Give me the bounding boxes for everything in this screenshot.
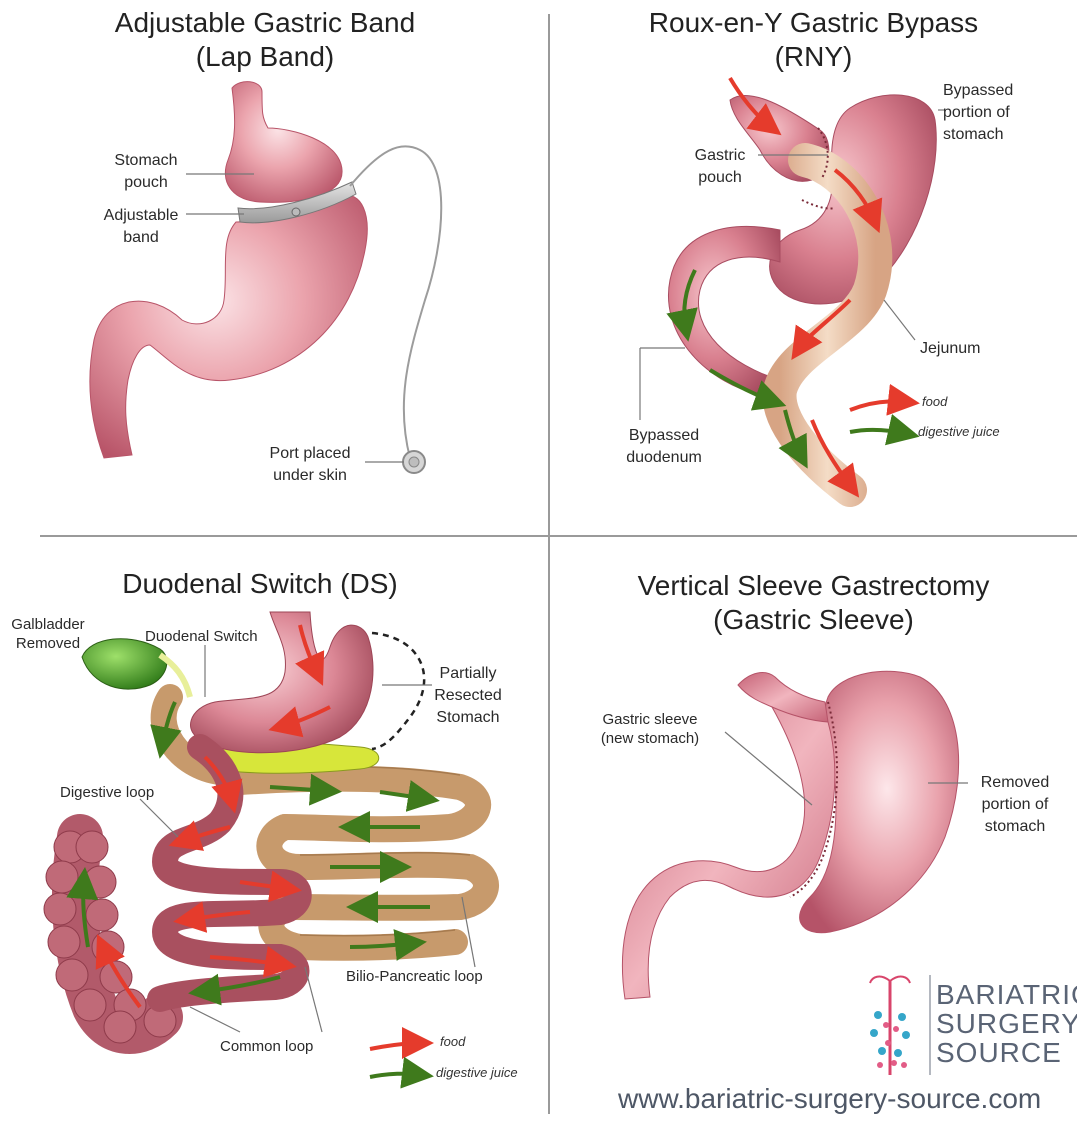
- lap-band-esophagus: [225, 82, 342, 203]
- ds-resected-outline: [372, 633, 424, 749]
- gastric-pouch-label: Gastric pouch: [684, 145, 756, 189]
- port-label-l2: under skin: [262, 465, 358, 487]
- removed-portion-label: Removed portion of stomach: [970, 772, 1060, 838]
- port-label-l1: Port placed: [262, 443, 358, 465]
- bypassed-duodenum-l2: duodenum: [618, 447, 710, 469]
- rny-legend-food: food: [922, 394, 947, 409]
- gallbladder-label-l1: Galbladder: [6, 615, 90, 634]
- digestive-loop-label: Digestive loop: [60, 783, 154, 802]
- website-url: www.bariatric-surgery-source.com: [618, 1083, 1041, 1115]
- brand-line2: SURGERY: [936, 1009, 1077, 1038]
- removed-l2: portion of: [970, 794, 1060, 816]
- gallbladder-icon: [82, 639, 167, 689]
- partially-l3: Stomach: [428, 707, 508, 729]
- rny-panel: Roux-en-Y Gastric Bypass (RNY): [550, 0, 1077, 535]
- bilio-pancreatic-loop-label: Bilio-Pancreatic loop: [346, 967, 483, 986]
- gastric-sleeve-l2: (new stomach): [590, 729, 710, 748]
- bypassed-duodenum-l1: Bypassed: [618, 425, 710, 447]
- bypassed-stomach-l3: stomach: [943, 124, 1013, 146]
- stomach-pouch-label-l1: Stomach: [106, 150, 186, 172]
- adjustable-band-label-l1: Adjustable: [96, 205, 186, 227]
- lap-band-tube: [350, 146, 441, 458]
- gastric-sleeve-label: Gastric sleeve (new stomach): [590, 710, 710, 748]
- gastric-pouch-l1: Gastric: [684, 145, 756, 167]
- ds-panel: Duodenal Switch (DS): [0, 537, 548, 1121]
- duodenal-switch-label: Duodenal Switch: [145, 627, 258, 646]
- gastric-sleeve-l1: Gastric sleeve: [590, 710, 710, 729]
- bypassed-duodenum-label: Bypassed duodenum: [618, 425, 710, 469]
- adjustable-band-label-l2: band: [96, 227, 186, 249]
- sleeve-new-stomach: [622, 707, 834, 999]
- brand-name: BARIATRIC SURGERY SOURCE: [936, 980, 1077, 1067]
- removed-l1: Removed: [970, 772, 1060, 794]
- lap-band-panel: Adjustable Gastric Band (Lap Band): [0, 0, 548, 535]
- brand-line1: BARIATRIC: [936, 980, 1077, 1009]
- bypassed-stomach-l1: Bypassed: [943, 80, 1013, 102]
- gastric-pouch-l2: pouch: [684, 167, 756, 189]
- partially-l2: Resected: [428, 685, 508, 707]
- bypassed-stomach-label: Bypassed portion of stomach: [943, 80, 1013, 146]
- adjustable-band-label: Adjustable band: [96, 205, 186, 249]
- gallbladder-label-l2: Removed: [6, 634, 90, 653]
- common-loop-label: Common loop: [220, 1037, 313, 1056]
- gallbladder-label: Galbladder Removed: [6, 615, 90, 653]
- partially-resected-label: Partially Resected Stomach: [428, 663, 508, 729]
- port-label: Port placed under skin: [262, 443, 358, 487]
- rny-legend-juice: digestive juice: [918, 424, 1000, 439]
- bypassed-stomach-l2: portion of: [943, 102, 1013, 124]
- ds-legend-juice: digestive juice: [436, 1065, 518, 1080]
- partially-l1: Partially: [428, 663, 508, 685]
- stomach-pouch-label-l2: pouch: [106, 172, 186, 194]
- ds-legend-food: food: [440, 1034, 465, 1049]
- stomach-pouch-label: Stomach pouch: [106, 150, 186, 194]
- removed-l3: stomach: [970, 816, 1060, 838]
- brand-line3: SOURCE: [936, 1038, 1077, 1067]
- jejunum-label: Jejunum: [920, 338, 980, 360]
